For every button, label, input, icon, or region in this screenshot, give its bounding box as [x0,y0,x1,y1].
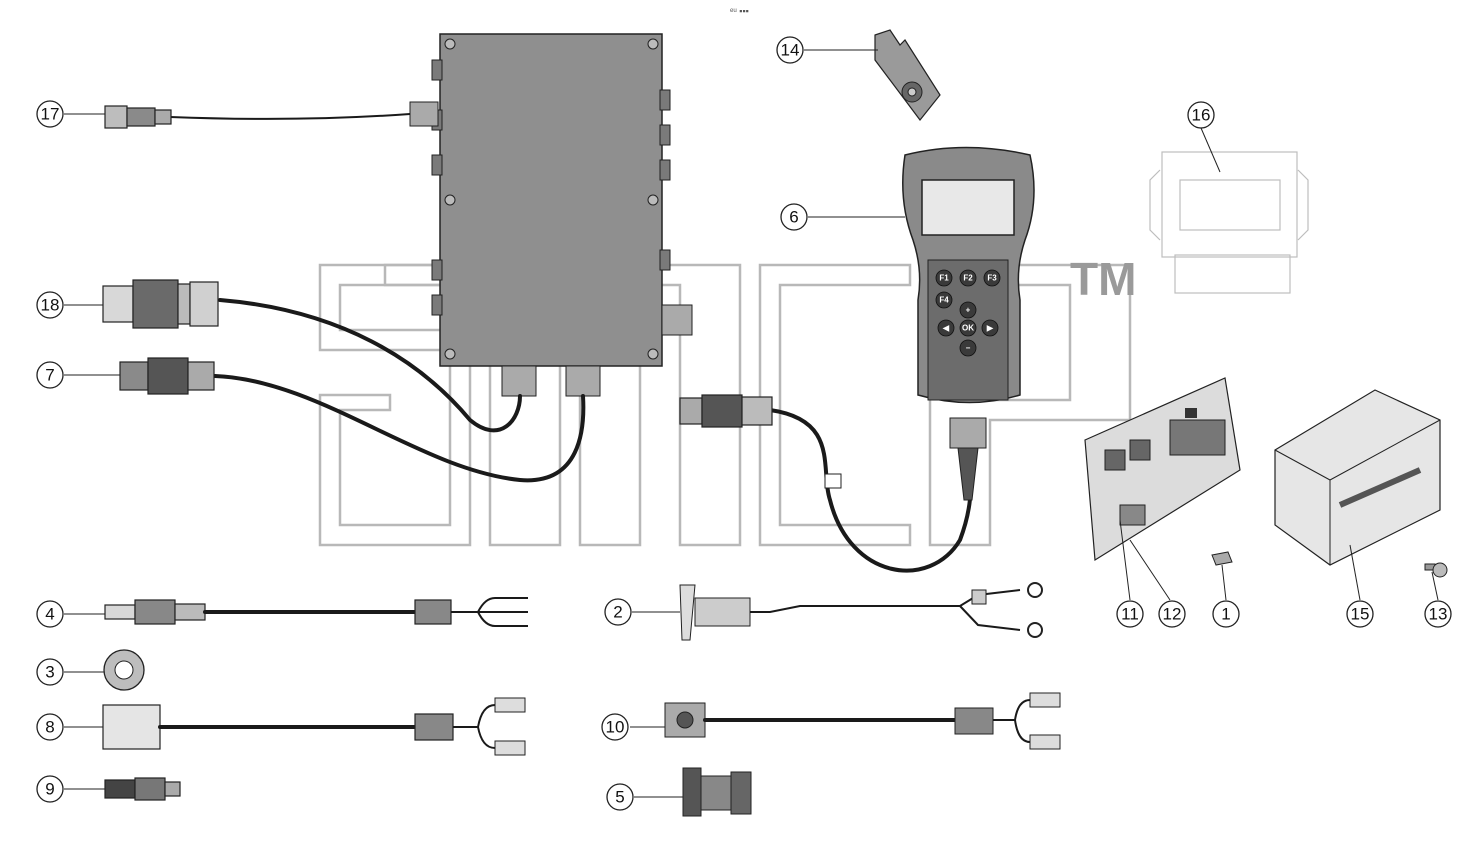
callout-circle [776,36,804,64]
keypad-key-label: ◀ [942,324,950,333]
callout-number: 7 [45,366,54,385]
callout-circle [1187,101,1215,129]
callout-circle [1158,600,1186,628]
keypad-key-label: + [966,306,971,315]
callout-number: 1 [1221,605,1230,624]
keypad-key [959,319,977,337]
callout-circle [1116,600,1144,628]
callout-number: 4 [45,605,54,624]
callout-circle [36,775,64,803]
keypad-key [981,319,999,337]
callout-circle [1212,600,1240,628]
callout-number: 9 [45,780,54,799]
callout-10: 10 [601,713,629,741]
keypad-key [935,269,953,287]
callout-number: 12 [1163,605,1182,624]
callout-circle [36,600,64,628]
callout-circle [36,713,64,741]
keypad-key [937,319,955,337]
keypad-key-label: F3 [987,274,997,283]
callout-circle [604,598,632,626]
callout-circle [601,713,629,741]
part-7-connector [119,357,215,395]
callout-3: 3 [36,658,64,686]
part-3-magnet [103,649,145,691]
callout-number: 6 [789,208,798,227]
callout-4: 4 [36,600,64,628]
keypad-key-label: OK [962,324,974,333]
keypad-key-label: F4 [939,296,949,305]
callout-16: 16 [1187,101,1215,129]
top-glyph: ᵉᵘ ▪▪▪ [730,6,749,16]
callout-number: 10 [606,718,625,737]
callout-circle [606,783,634,811]
callout-13: 13 [1424,600,1452,628]
callout-number: 18 [41,296,60,315]
callout-circle [36,361,64,389]
callout-number: 13 [1429,605,1448,624]
terminal-cable-connector [679,394,842,489]
callout-circle [1424,600,1452,628]
callout-14: 14 [776,36,804,64]
callout-number: 14 [781,41,800,60]
keypad-key [959,269,977,287]
callout-5: 5 [606,783,634,811]
part-2-switch [679,582,1043,641]
part-1-clip [1211,551,1233,566]
callout-6: 6 [780,203,808,231]
keypad-key-label: F1 [939,274,949,283]
callout-number: 17 [41,105,60,124]
part-10-connector [664,692,1061,750]
callout-circle [780,203,808,231]
keypad-key-label: − [966,344,971,353]
keypad-key [959,339,977,357]
callout-number: 3 [45,663,54,682]
keypad-key-label: ▶ [986,324,994,333]
part-5-socket [682,767,752,817]
part-15-enclosure [1274,389,1441,566]
callout-9: 9 [36,775,64,803]
callout-15: 15 [1346,600,1374,628]
part-17-connector [104,105,172,129]
leader-lines [64,49,1439,798]
callout-number: 8 [45,718,54,737]
callout-2: 2 [604,598,632,626]
callout-number: 2 [613,603,622,622]
callout-number: 16 [1192,106,1211,125]
keypad-key-label: F2 [963,274,973,283]
callout-circle [36,291,64,319]
part-16-display-module [1149,151,1309,294]
callout-7: 7 [36,361,64,389]
part-9-sensor [104,777,181,801]
keypad-key [959,301,977,319]
callout-17: 17 [36,100,64,128]
callout-1: 1 [1212,600,1240,628]
callout-number: 15 [1351,605,1370,624]
callout-circle [1346,600,1374,628]
keypad-key [935,291,953,309]
keypad-key [983,269,1001,287]
part-4-sensor [104,597,528,627]
callout-circle [36,100,64,128]
part-11-12-circuit-board [1084,377,1241,562]
part-18-connector [102,279,219,329]
callout-18: 18 [36,291,64,319]
callout-circle [36,658,64,686]
junction-box [409,33,693,397]
callout-number: 11 [1121,605,1139,624]
callout-8: 8 [36,713,64,741]
part-14-bracket [874,29,941,121]
callout-12: 12 [1158,600,1186,628]
part-8-sensor [102,697,526,756]
watermark-tm: TM [1070,253,1136,305]
part-13-screw [1424,562,1448,578]
callout-11: 11 [1116,600,1144,628]
callout-number: 5 [615,788,624,807]
